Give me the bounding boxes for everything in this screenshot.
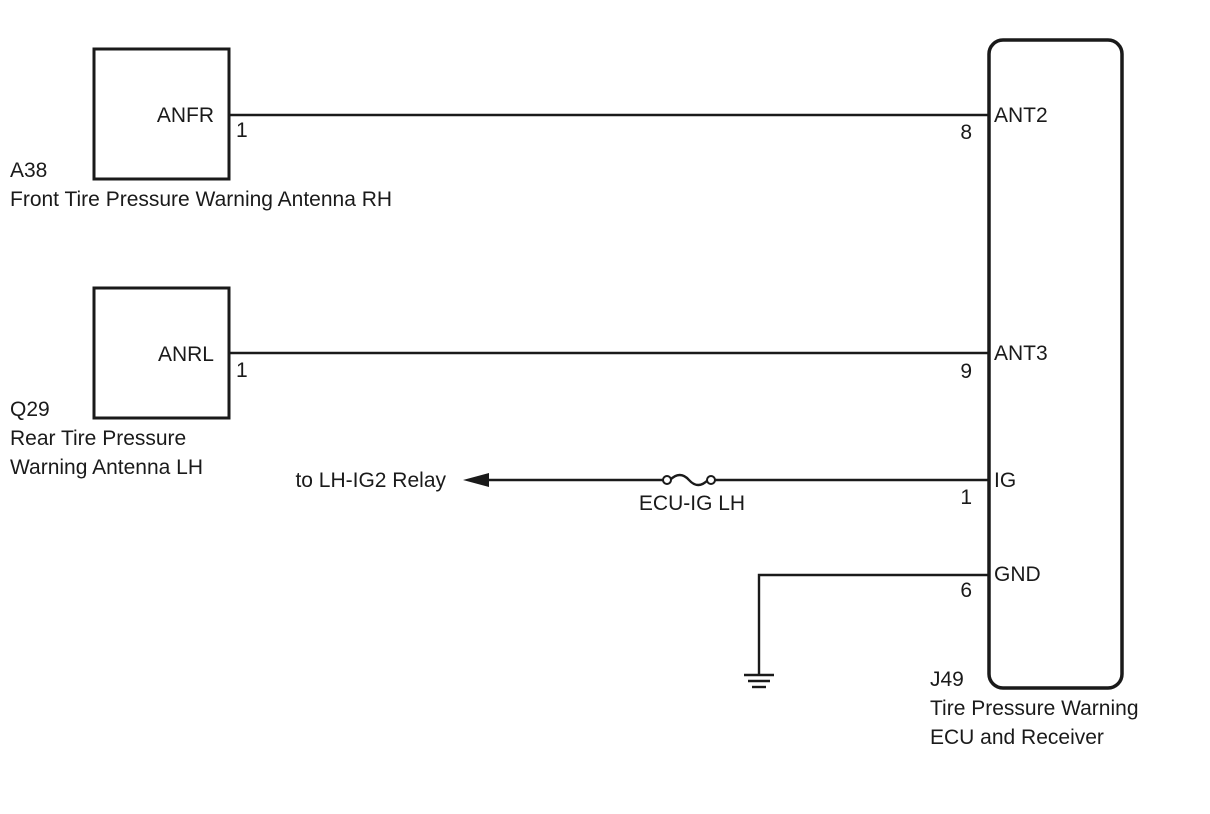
j49-pin-number-ig: 1 — [960, 486, 972, 509]
q29-box — [92, 286, 231, 420]
wire-gnd — [757, 573, 989, 675]
a38-name: Front Tire Pressure Warning Antenna RH — [10, 188, 392, 211]
j49-box — [987, 38, 1124, 690]
j49-pin-number-ant3: 9 — [960, 360, 972, 383]
a38-pin-name: ANFR — [157, 104, 214, 127]
ig-power-line: to LH-IG2 Relay ECU-IG LH — [295, 469, 989, 515]
j49-pin-number-ant2: 8 — [960, 121, 972, 144]
j49-name-line2: ECU and Receiver — [930, 726, 1104, 749]
ground-icon — [744, 673, 774, 689]
ground-circuit — [744, 573, 989, 689]
a38-box — [92, 47, 231, 181]
j49-name-line1: Tire Pressure Warning — [930, 697, 1139, 720]
j49-code: J49 — [930, 668, 964, 691]
component-a38: ANFR 1 A38 Front Tire Pressure Warning A… — [10, 47, 392, 211]
a38-code: A38 — [10, 159, 47, 182]
a38-pin-number: 1 — [236, 119, 248, 142]
q29-pin-name: ANRL — [158, 343, 214, 366]
q29-name-line2: Warning Antenna LH — [10, 456, 203, 479]
j49-pin-name-ant3: ANT3 — [994, 342, 1048, 365]
q29-name-line1: Rear Tire Pressure — [10, 427, 186, 450]
fuse-icon — [662, 473, 716, 487]
arrow-left-icon — [463, 473, 489, 487]
q29-code: Q29 — [10, 398, 50, 421]
fuse-label: ECU-IG LH — [639, 492, 745, 515]
power-destination: to LH-IG2 Relay — [295, 469, 446, 492]
j49-pin-name-ig: IG — [994, 469, 1016, 492]
component-j49: ANT2 8 ANT3 9 IG 1 GND 6 J49 Tire Pressu… — [930, 38, 1139, 749]
j49-pin-name-gnd: GND — [994, 563, 1041, 586]
q29-pin-number: 1 — [236, 359, 248, 382]
component-q29: ANRL 1 Q29 Rear Tire Pressure Warning An… — [10, 286, 248, 479]
j49-pin-name-ant2: ANT2 — [994, 104, 1048, 127]
j49-pin-number-gnd: 6 — [960, 579, 972, 602]
